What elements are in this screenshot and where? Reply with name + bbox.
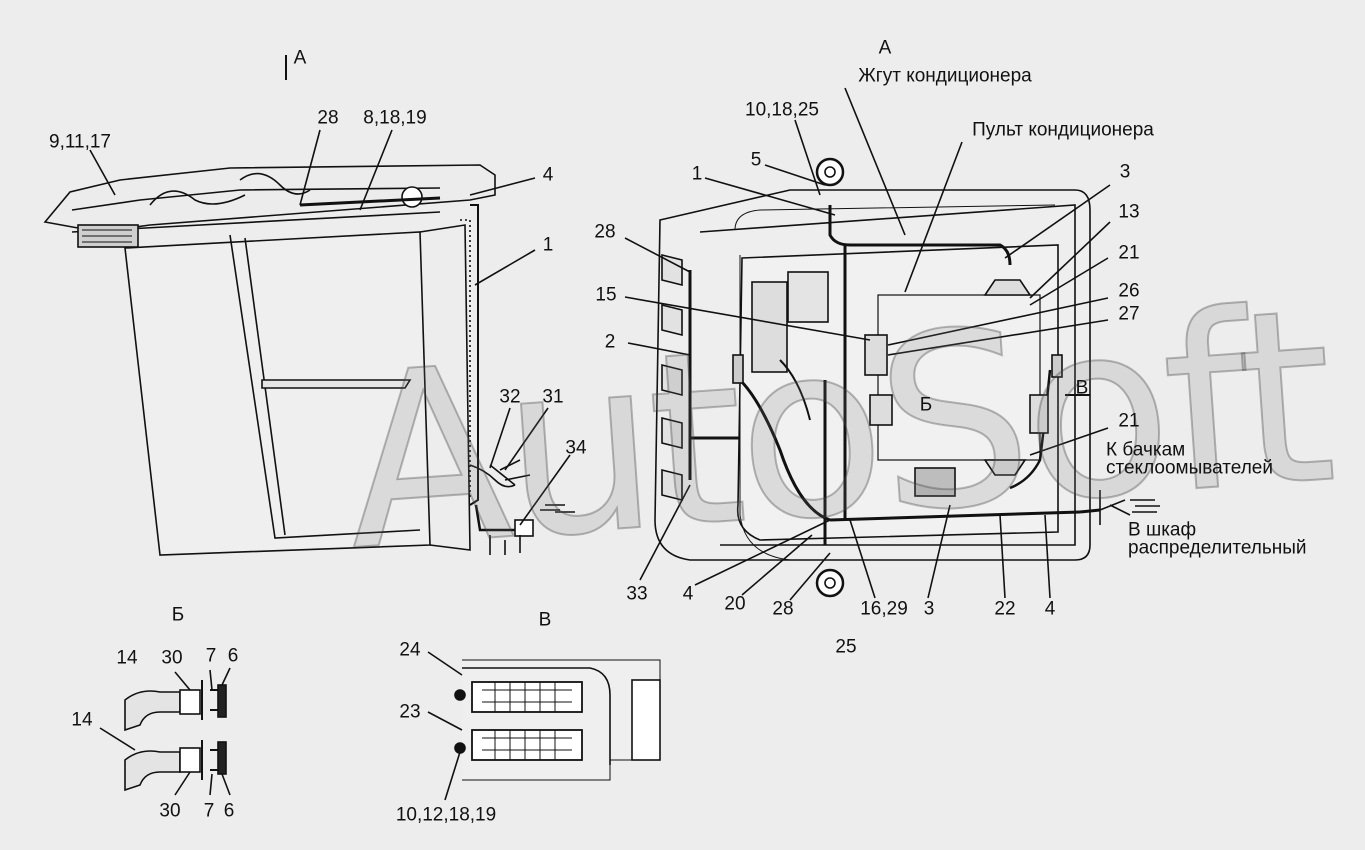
callout-26: 26 — [1118, 280, 1140, 302]
callout-28: 28 — [317, 107, 339, 129]
detail-b-callout-30-bottom: 30 — [159, 800, 181, 822]
callout-5: 5 — [750, 149, 762, 171]
callout-3-bottom: 3 — [923, 598, 935, 620]
detail-v-callout-10-12-18-19: 10,12,18,19 — [395, 804, 497, 826]
detail-b-callout-6-bottom: 6 — [223, 800, 235, 822]
callout-8-18-19: 8,18,19 — [363, 107, 427, 129]
callout-4-right-b: 4 — [1044, 598, 1056, 620]
callout-22: 22 — [994, 598, 1016, 620]
callout-4: 4 — [542, 164, 554, 186]
callout-32: 32 — [499, 386, 521, 408]
callout-21-bottom: 21 — [1118, 410, 1140, 432]
callout-28-bottom: 28 — [772, 598, 794, 620]
callout-21-top: 21 — [1118, 242, 1140, 264]
detail-b-view — [99, 667, 231, 796]
callout-3-top: 3 — [1119, 161, 1131, 183]
detail-v-callout-23: 23 — [399, 701, 421, 723]
callout-31: 31 — [542, 386, 564, 408]
callout-20: 20 — [724, 593, 746, 615]
callout-4-right-a: 4 — [682, 583, 694, 605]
callout-15: 15 — [595, 284, 617, 306]
detail-b-callout-30-top: 30 — [161, 647, 183, 669]
left-cab-view — [43, 55, 575, 556]
view-a-left-label: А — [293, 47, 307, 69]
detail-b-callout-7-bottom: 7 — [203, 800, 215, 822]
callout-13: 13 — [1118, 201, 1140, 223]
view-b-marker: Б — [919, 394, 933, 416]
detail-b-callout-14-top: 14 — [116, 647, 138, 669]
detail-b-callout-6-top: 6 — [227, 645, 239, 667]
detail-b-callout-7-top: 7 — [205, 645, 217, 667]
callout-16-29: 16,29 — [860, 598, 908, 620]
note-ac-harness: Жгут кондиционера — [858, 65, 1032, 87]
detail-v-callout-24: 24 — [399, 639, 421, 661]
callout-1: 1 — [542, 234, 554, 256]
view-a-right-label: А — [878, 37, 892, 59]
note-cabinet-line2: распределительный — [1128, 537, 1307, 559]
detail-v-view — [427, 651, 661, 801]
callout-25: 25 — [835, 636, 857, 658]
callout-10-18-25: 10,18,25 — [745, 99, 819, 121]
callout-1-right: 1 — [691, 163, 703, 185]
note-washer-line1: К бачкам — [1106, 439, 1186, 461]
detail-b-title: Б — [171, 604, 185, 626]
callout-34: 34 — [565, 437, 587, 459]
callout-9-11-17: 9,11,17 — [49, 131, 111, 153]
callout-28-right: 28 — [594, 221, 616, 243]
right-panel-view — [624, 87, 1160, 601]
detail-b-callout-14-mid: 14 — [71, 709, 93, 731]
note-washer-line2: стеклоомывателей — [1106, 457, 1273, 479]
detail-v-title: В — [538, 609, 552, 631]
callout-33: 33 — [626, 583, 648, 605]
view-v-marker: В — [1075, 377, 1089, 399]
callout-27: 27 — [1118, 303, 1140, 325]
note-ac-panel: Пульт кондиционера — [972, 119, 1154, 141]
note-cabinet-line1: В шкаф — [1128, 519, 1197, 541]
callout-2: 2 — [604, 331, 616, 353]
